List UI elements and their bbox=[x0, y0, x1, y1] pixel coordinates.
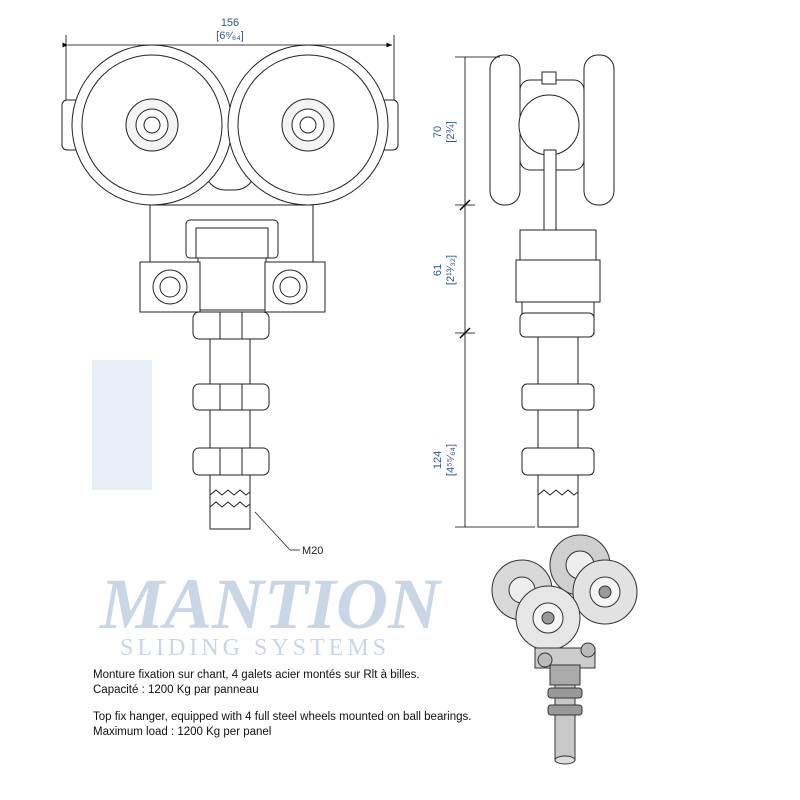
isometric-view bbox=[491, 534, 638, 765]
side-view bbox=[489, 54, 615, 528]
description-en: Top fix hanger, equipped with 4 full ste… bbox=[93, 710, 471, 740]
length-124-in: [4⁵⁵⁄₆₄] bbox=[445, 444, 457, 476]
watermark: MANTION SLIDING SYSTEMS bbox=[99, 564, 443, 661]
watermark-swoosh bbox=[92, 360, 152, 490]
width-dimension bbox=[62, 35, 395, 105]
width-in-label: [6⁹⁄₆₄] bbox=[216, 30, 244, 42]
height-61-mm: 61 bbox=[432, 264, 444, 276]
hex-nut bbox=[192, 311, 270, 340]
height-dimensions bbox=[455, 56, 535, 528]
height-70-in: [2¾] bbox=[445, 121, 457, 142]
watermark-tagline: SLIDING SYSTEMS bbox=[120, 635, 390, 661]
description-en-line1: Top fix hanger, equipped with 4 full ste… bbox=[93, 711, 472, 723]
front-view bbox=[61, 44, 399, 551]
height-61-in: [2¹³⁄₃₂] bbox=[445, 255, 457, 285]
side-hub bbox=[518, 94, 580, 156]
watermark-brand: MANTION bbox=[99, 564, 443, 644]
description-fr-line1: Monture fixation sur chant, 4 galets aci… bbox=[93, 669, 420, 681]
height-70-mm: 70 bbox=[432, 126, 444, 138]
thread-label: M20 bbox=[302, 545, 323, 557]
length-124-mm: 124 bbox=[432, 451, 444, 469]
threaded-rod bbox=[209, 338, 251, 530]
description-en-line2: Maximum load : 1200 Kg per panel bbox=[93, 726, 272, 738]
description-fr-line2: Capacité : 1200 Kg par panneau bbox=[93, 684, 259, 696]
center-block bbox=[197, 257, 267, 311]
description-fr: Monture fixation sur chant, 4 galets aci… bbox=[93, 668, 420, 698]
width-mm-label: 156 bbox=[221, 17, 239, 29]
